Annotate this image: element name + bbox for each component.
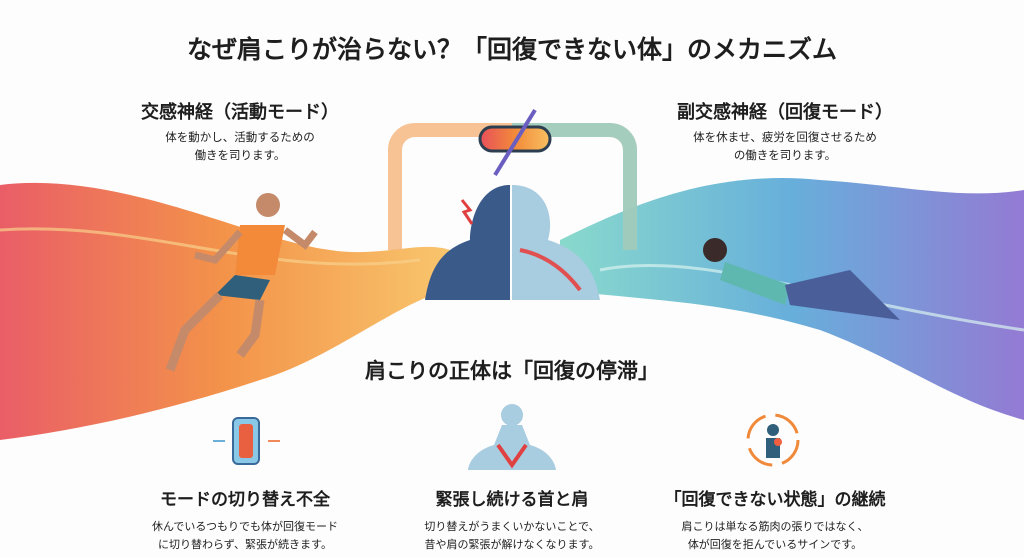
body-torso-cool	[512, 185, 600, 300]
point-heading: 「回復できない状態」の継続	[664, 490, 886, 510]
runner-figure	[165, 193, 318, 372]
sympathetic-desc-1: 体を動かし、活動するための	[165, 130, 315, 144]
body-torso-warm	[425, 185, 510, 300]
parasympathetic-panel: 副交感神経（回復モード） 体を休ませ、疲労を回復させるため の働きを司ります。	[660, 98, 910, 164]
resting-figure	[703, 238, 900, 320]
sympathetic-desc-2: 働きを司ります。	[194, 148, 286, 162]
point-text: 切り替えがうまくいかないことで、	[424, 520, 600, 533]
point-text: 体が回復を拒んでいるサインです。	[687, 538, 863, 551]
core-message: 肩こりの正体は「回復の停滞」	[365, 359, 659, 383]
stuck-cycle-icon	[746, 413, 800, 467]
point-heading: 緊張し続ける首と肩	[435, 490, 589, 510]
sympathetic-panel: 交感神経（活動モード） 体を動かし、活動するための 働きを司ります。	[120, 98, 360, 164]
point-no-recovery: 「回復できない状態」の継続 肩こりは単なる筋肉の張りではなく、 体が回復を拒んで…	[645, 485, 905, 554]
page-title: なぜ肩こりが治らない？「回復できない体」のメカニズム	[186, 35, 837, 64]
sympathetic-heading: 交感神経（活動モード）	[141, 102, 339, 123]
point-text: 肩こりは単なる筋肉の張りではなく、	[681, 520, 869, 533]
parasympathetic-heading: 副交感神経（回復モード）	[677, 102, 893, 123]
point-mode-switch: モードの切り替え不全 休んでいるつもりでも体が回復モード に切り替わらず、緊張が…	[115, 485, 375, 554]
parasympathetic-desc-1: 体を休ませ、疲労を回復させるため	[693, 130, 877, 144]
parasympathetic-desc-2: の働きを司ります。	[733, 148, 837, 162]
point-text: 昔や肩の緊張が解けなくなります。	[424, 538, 600, 551]
point-text: 休んでいるつもりでも体が回復モード	[151, 520, 338, 533]
switch-icon	[213, 417, 280, 465]
point-tense-neck: 緊張し続ける首と肩 切り替えがうまくいかないことで、 昔や肩の緊張が解けなくなり…	[382, 485, 642, 554]
tense-neck-icon	[468, 404, 556, 470]
point-text: に切り替わらず、緊張が続きます。	[158, 538, 332, 551]
warm-wave	[0, 182, 450, 440]
point-heading: モードの切り替え不全	[160, 490, 330, 510]
